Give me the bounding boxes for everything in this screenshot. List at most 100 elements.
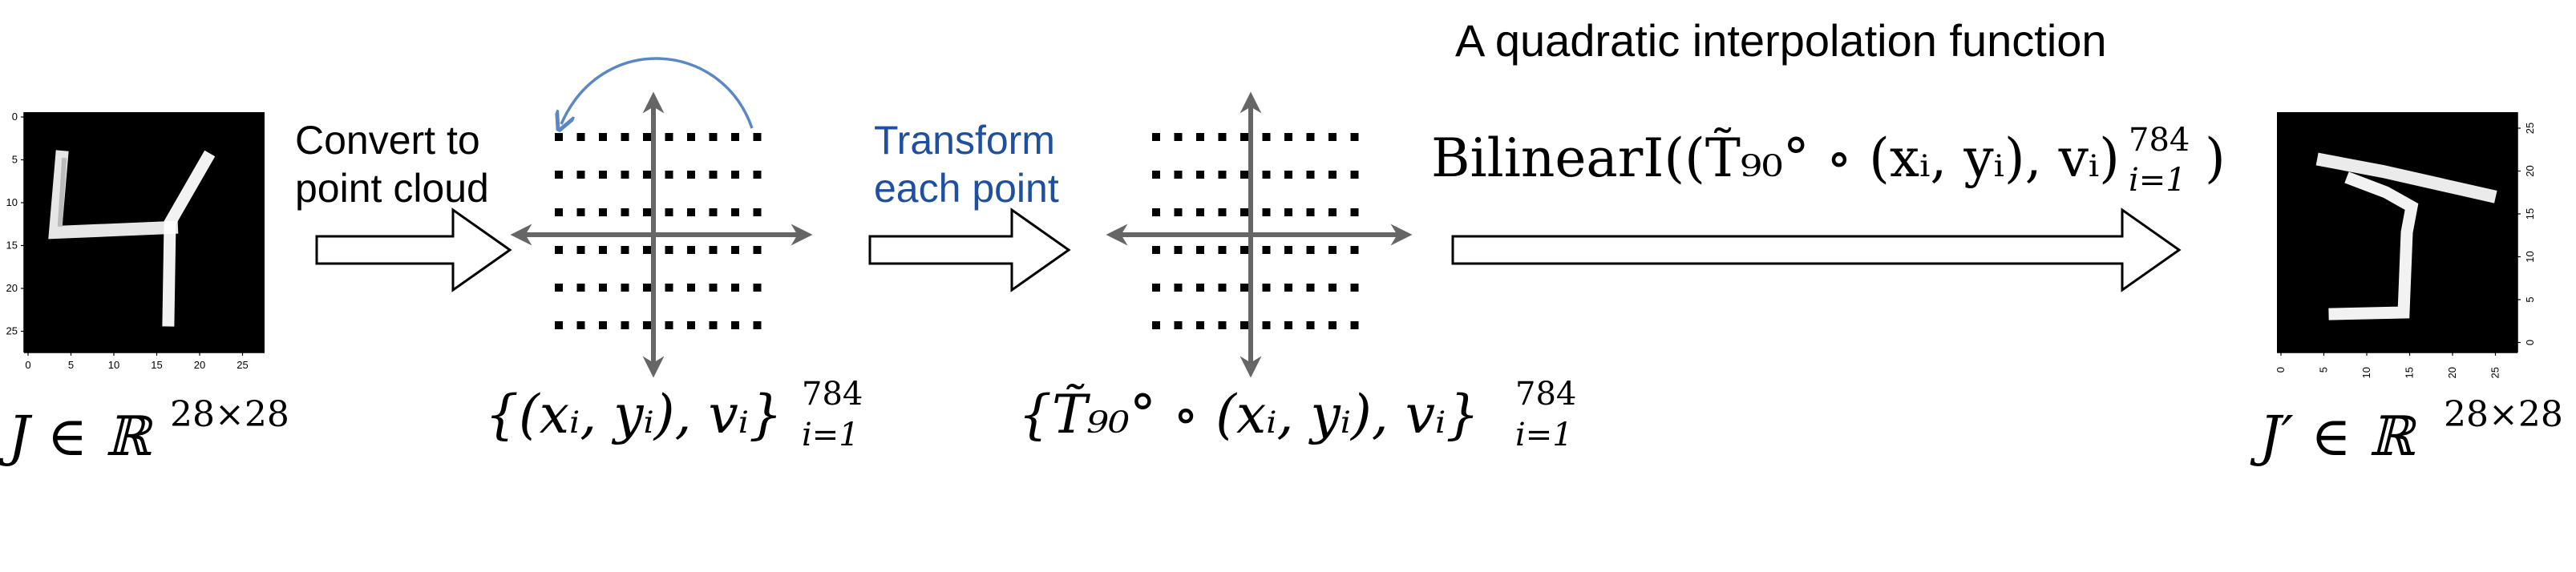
input-digit-image xyxy=(24,112,265,352)
grid-point xyxy=(1174,246,1183,254)
grid-point xyxy=(753,284,762,292)
grid-point xyxy=(1328,133,1337,141)
grid-point xyxy=(709,321,718,329)
convert-label-line1: Convert to xyxy=(295,118,480,163)
grid-point xyxy=(1240,284,1248,292)
grid-point xyxy=(665,284,673,292)
transformed-formula-sub: i=1 xyxy=(1515,417,1573,453)
grid-point xyxy=(621,133,629,141)
grid-point xyxy=(687,284,695,292)
grid-point xyxy=(599,133,607,141)
grid-point xyxy=(709,246,718,254)
point-cloud-formula-sub: i=1 xyxy=(802,417,859,453)
grid-point xyxy=(665,133,673,141)
grid-point xyxy=(621,321,629,329)
grid-point xyxy=(753,321,762,329)
y-tick-label: 20 xyxy=(6,282,18,294)
grid-point xyxy=(555,284,563,292)
grid-point xyxy=(1218,133,1227,141)
transformed-cloud-formula: {T̃₉₀° ∘ (xᵢ, yᵢ), vᵢ} 784 i=1 xyxy=(1018,376,1576,453)
grid-point xyxy=(1350,171,1359,179)
grid-point xyxy=(599,321,607,329)
bilinear-formula: BilinearI((T̃₉₀° ∘ (xᵢ, yᵢ), vᵢ) 784 i=1… xyxy=(1431,122,2226,199)
y-tick-label: 5 xyxy=(2524,296,2536,302)
grid-point xyxy=(1262,246,1271,254)
y-tick-label: 10 xyxy=(2524,251,2536,262)
grid-point xyxy=(1350,208,1359,216)
grid-point xyxy=(1262,208,1271,216)
grid-point xyxy=(665,171,673,179)
grid-point xyxy=(1218,321,1227,329)
grid-point xyxy=(555,133,563,141)
grid-point xyxy=(576,246,585,254)
x-tick-label: 20 xyxy=(2446,367,2458,378)
grid-point xyxy=(1196,284,1204,292)
grid-point xyxy=(576,321,585,329)
point-cloud-formula-sup: 784 xyxy=(802,376,863,413)
grid-point xyxy=(753,208,762,216)
point-grid-transformed xyxy=(1152,133,1359,329)
y-tick-label: 0 xyxy=(2524,340,2536,345)
grid-point xyxy=(599,284,607,292)
grid-point xyxy=(1152,321,1160,329)
grid-point xyxy=(1350,321,1359,329)
y-tick-label: 20 xyxy=(2524,165,2536,176)
grid-point xyxy=(1284,208,1292,216)
grid-point xyxy=(1152,208,1160,216)
grid-point xyxy=(643,284,651,292)
grid-point xyxy=(1174,321,1183,329)
grid-point xyxy=(1328,284,1337,292)
grid-point xyxy=(1284,171,1292,179)
transform-label-line1: Transform xyxy=(874,118,1055,163)
convert-block-arrow xyxy=(315,207,512,292)
grid-point xyxy=(1218,246,1227,254)
grid-point xyxy=(665,246,673,254)
grid-point xyxy=(731,171,739,179)
bilinear-formula-base: BilinearI((T̃₉₀° ∘ (xᵢ, yᵢ), vᵢ) xyxy=(1431,127,2120,189)
grid-point xyxy=(1262,133,1271,141)
grid-point xyxy=(1328,321,1337,329)
input-image-axes xyxy=(23,112,265,353)
bilinear-formula-sup: 784 xyxy=(2129,122,2190,159)
point-cloud-transformed xyxy=(1106,91,1413,378)
grid-point xyxy=(731,284,739,292)
grid-point xyxy=(731,246,739,254)
grid-point xyxy=(1196,171,1204,179)
y-tick-label: 5 xyxy=(12,154,18,166)
output-image-axes xyxy=(2277,112,2518,353)
grid-point xyxy=(1350,284,1359,292)
grid-point xyxy=(1240,171,1248,179)
convert-label-line2: point cloud xyxy=(295,166,489,211)
y-tick-label: 25 xyxy=(6,325,18,337)
grid-point xyxy=(1306,321,1315,329)
transform-block-arrow xyxy=(868,207,1071,292)
grid-point xyxy=(709,208,718,216)
grid-point xyxy=(555,246,563,254)
x-tick-label: 25 xyxy=(2489,367,2501,378)
grid-point xyxy=(1196,321,1204,329)
grid-point xyxy=(1328,171,1337,179)
y-tick-label: 15 xyxy=(6,240,18,252)
grid-point xyxy=(1196,133,1204,141)
output-image-formula: J′ ∈ ℝ 28×28 xyxy=(2250,394,2563,469)
grid-point xyxy=(621,284,629,292)
grid-point xyxy=(1262,321,1271,329)
x-tick-label: 0 xyxy=(2275,367,2287,373)
grid-point xyxy=(1196,246,1204,254)
y-tick-label: 25 xyxy=(2524,123,2536,134)
grid-point xyxy=(1240,246,1248,254)
x-tick-label: 5 xyxy=(68,359,74,371)
grid-point xyxy=(687,246,695,254)
grid-point xyxy=(1284,321,1292,329)
grid-point xyxy=(1262,284,1271,292)
x-tick-label: 0 xyxy=(25,359,30,371)
x-tick-label: 10 xyxy=(108,359,119,371)
output-formula-base: J′ ∈ ℝ xyxy=(2250,405,2417,469)
grid-point xyxy=(665,321,673,329)
grid-point xyxy=(643,171,651,179)
grid-point xyxy=(1152,133,1160,141)
grid-point xyxy=(753,171,762,179)
x-tick-label: 15 xyxy=(151,359,162,371)
grid-point xyxy=(709,284,718,292)
